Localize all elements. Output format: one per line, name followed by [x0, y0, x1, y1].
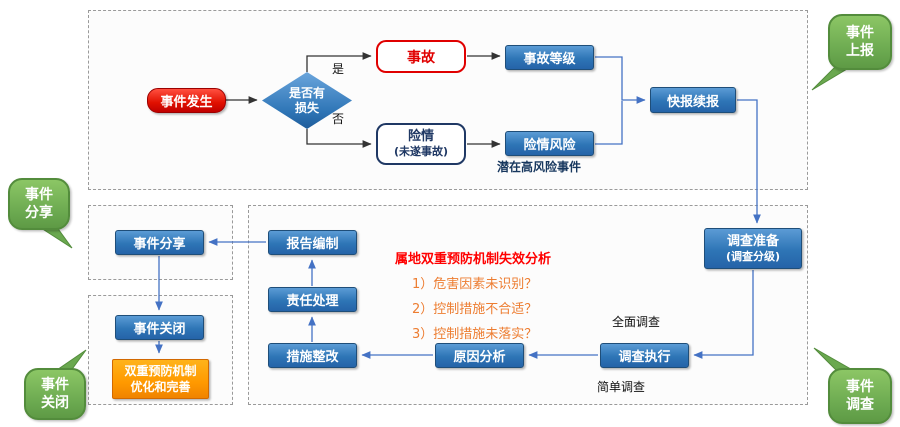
- optimize-line2: 优化和完善: [130, 380, 191, 394]
- callout-close-line2: 关闭: [41, 395, 69, 411]
- near-miss-line1: 险情: [407, 129, 434, 144]
- node-investigation-execute: 调查执行: [600, 343, 689, 368]
- decision-loss-line1: 是否有: [288, 86, 325, 101]
- node-near-miss: 险情 (未遂事故): [376, 123, 466, 165]
- failure-analysis-list: 1）危害因素未识别？ 2）控制措施不合适？ 3）控制措施未落实？: [412, 272, 537, 347]
- node-accident-level: 事故等级: [505, 45, 594, 70]
- failure-analysis-item-3: 3）控制措施未落实？: [412, 327, 538, 342]
- label-yes: 是: [332, 62, 345, 76]
- node-investigation-prepare: 调查准备 (调查分级): [704, 228, 802, 269]
- near-miss-line2: (未遂事故): [393, 145, 449, 159]
- label-potential-high-risk: 潜在高风险事件: [497, 160, 582, 174]
- optimize-line1: 双重预防机制: [124, 363, 197, 378]
- callout-share-line1: 事件: [25, 186, 53, 203]
- node-danger-risk: 险情风险: [505, 131, 594, 156]
- node-accident: 事故: [376, 40, 466, 73]
- callout-share-line2: 分享: [25, 205, 53, 221]
- label-failure-analysis-title: 属地双重预防机制失效分析: [395, 252, 552, 267]
- node-incident-close: 事件关闭: [115, 315, 204, 340]
- node-dual-prevention-optimize: 双重预防机制 优化和完善: [112, 359, 209, 399]
- node-measure-rectification: 措施整改: [268, 343, 357, 368]
- callout-close-line1: 事件: [41, 376, 69, 393]
- node-incident-share: 事件分享: [115, 230, 204, 255]
- callout-investigate-line2: 调查: [846, 397, 874, 413]
- label-no: 否: [332, 112, 345, 126]
- failure-analysis-item-2: 2）控制措施不合适？: [412, 302, 538, 317]
- node-cause-analysis: 原因分析: [435, 343, 524, 368]
- decision-loss-line2: 损失: [294, 100, 319, 115]
- callout-report-line1: 事件: [846, 24, 874, 41]
- node-quick-report: 快报续报: [650, 87, 736, 113]
- node-report-compilation: 报告编制: [268, 230, 357, 255]
- node-responsibility-handling: 责任处理: [268, 287, 357, 312]
- label-simple-investigation: 简单调查: [597, 380, 646, 394]
- callout-incident-report: 事件 上报: [828, 14, 892, 70]
- callout-incident-share: 事件 分享: [8, 178, 70, 230]
- callout-incident-close: 事件 关闭: [24, 368, 86, 420]
- prepare-line1: 调查准备: [726, 233, 779, 249]
- prepare-line2: (调查分级): [725, 249, 781, 263]
- label-full-investigation: 全面调查: [612, 315, 661, 329]
- callout-investigate-line1: 事件: [846, 378, 874, 395]
- failure-analysis-item-1: 1）危害因素未识别？: [412, 277, 538, 292]
- node-incident-occurs: 事件发生: [147, 88, 226, 113]
- callout-report-line2: 上报: [846, 43, 874, 59]
- callout-incident-investigate: 事件 调查: [828, 368, 892, 424]
